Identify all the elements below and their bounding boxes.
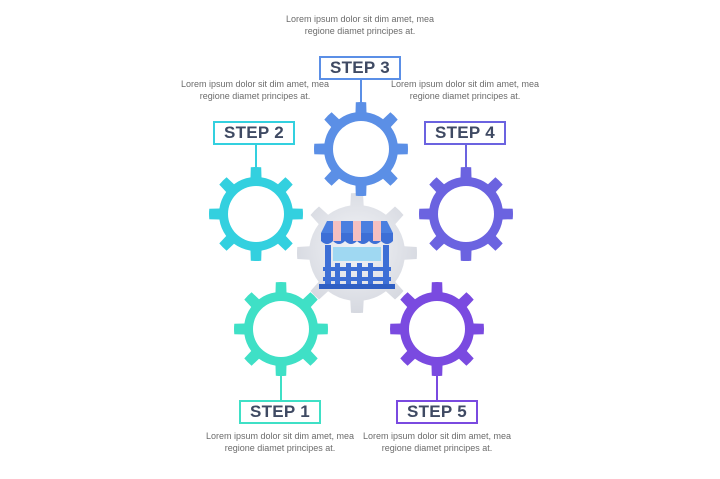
step-1-gear-hole — [253, 301, 309, 357]
step-5-label: STEP 5 — [396, 400, 478, 424]
storefront-icon — [319, 221, 395, 289]
step-4-description: Lorem ipsum dolor sit dim amet, mea regi… — [390, 79, 540, 101]
step-3-description: Lorem ipsum dolor sit dim amet, mea regi… — [285, 14, 435, 36]
step-3-label: STEP 3 — [319, 56, 401, 80]
step-2-gear-hole — [228, 186, 284, 242]
step-4-gear-hole — [438, 186, 494, 242]
step-3-gear-hole — [333, 121, 389, 177]
step-2-description: Lorem ipsum dolor sit dim amet, mea regi… — [180, 79, 330, 101]
step-1-label: STEP 1 — [239, 400, 321, 424]
step-1-description: Lorem ipsum dolor sit dim amet, mea regi… — [205, 431, 355, 453]
step-5-gear-hole — [409, 301, 465, 357]
step-2-label: STEP 2 — [213, 121, 295, 145]
step-4-label: STEP 4 — [424, 121, 506, 145]
step-5-description: Lorem ipsum dolor sit dim amet, mea regi… — [362, 431, 512, 453]
